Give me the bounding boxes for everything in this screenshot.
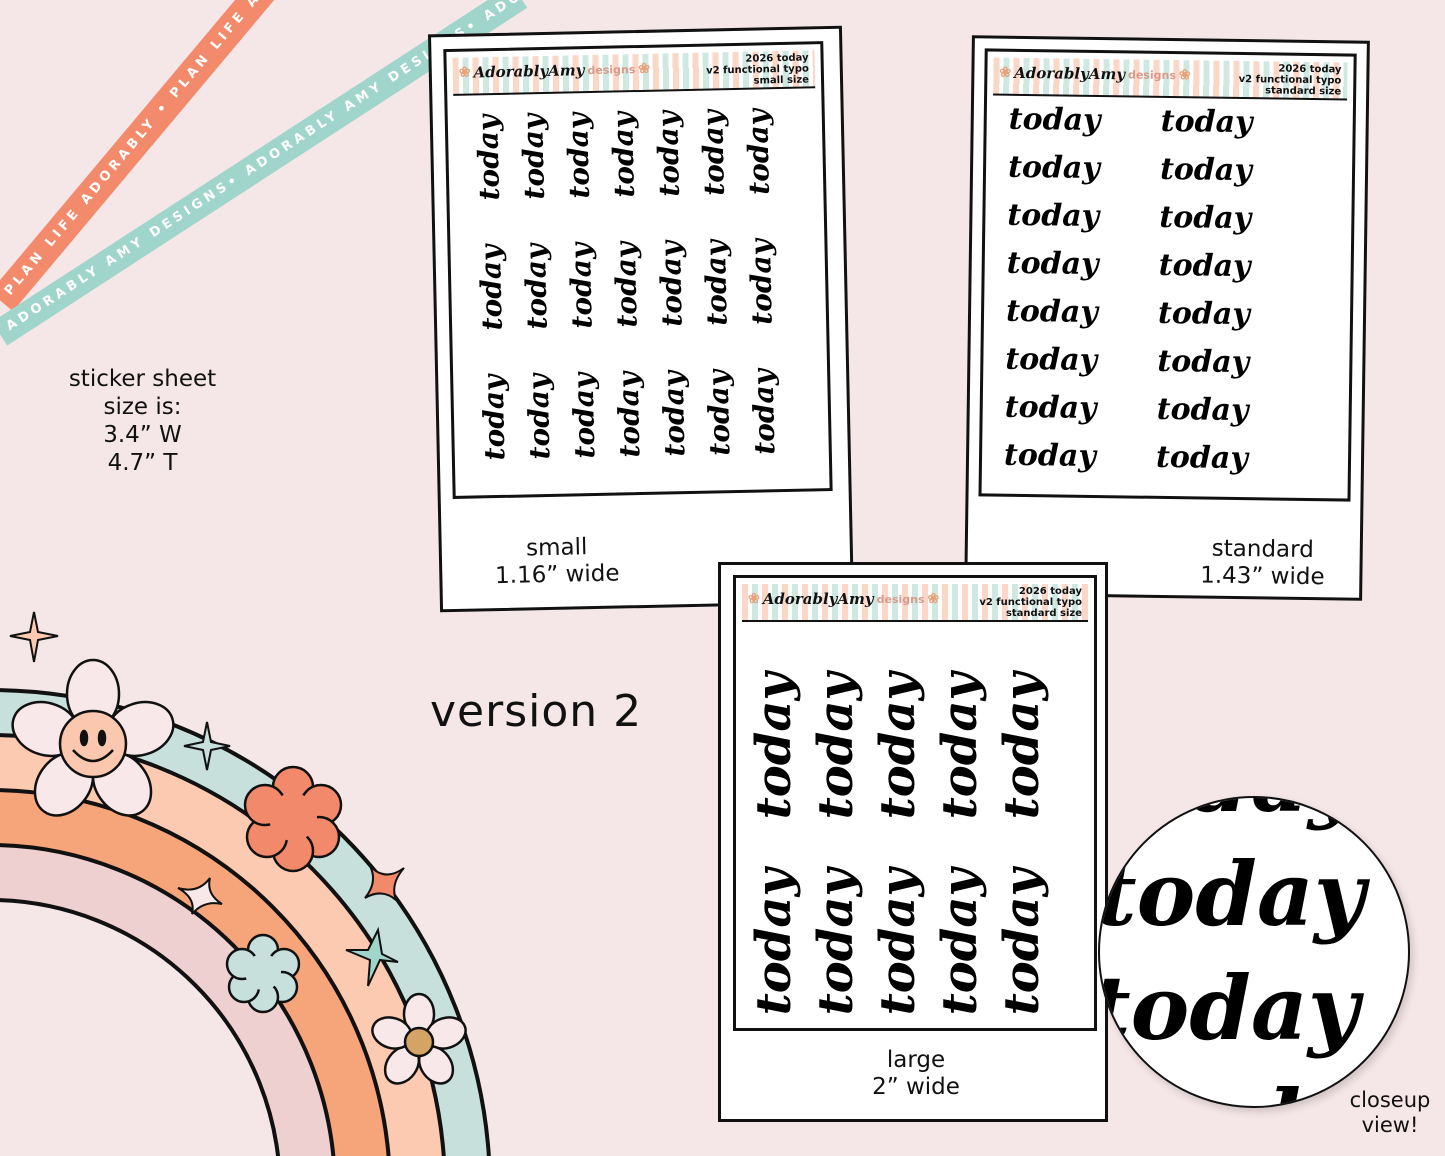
large-sheet-frame: ❀ AdorablyAmy designs ❀ 2026 today v2 fu…: [733, 575, 1097, 1031]
teal-star-icon: [345, 926, 399, 987]
today-sticker: today: [1158, 247, 1251, 285]
today-sticker: today: [1157, 295, 1251, 333]
today-sticker: today: [1157, 343, 1250, 381]
closeup-word: today: [1098, 842, 1366, 946]
today-sticker: today: [870, 672, 926, 820]
today-sticker: today: [651, 110, 686, 198]
rainbow-illustration: [0, 570, 500, 1156]
closeup-word: today: [1140, 1070, 1408, 1106]
today-sticker: today: [870, 868, 926, 1016]
today-sticker: today: [741, 108, 776, 196]
today-sticker: today: [808, 868, 864, 1016]
today-sticker: today: [1007, 197, 1100, 235]
daisy-icon: ❀: [999, 64, 1012, 81]
today-sticker: today: [1003, 437, 1097, 475]
brand-logo: ❀ AdorablyAmy designs ❀: [458, 60, 651, 82]
standard-sticker-sheet: ❀ AdorablyAmy designs ❀ 2026 today v2 fu…: [964, 35, 1370, 601]
sheet-meta: 2026 today v2 functional typo small size: [706, 52, 810, 87]
today-sticker: today: [1004, 389, 1097, 427]
today-sticker: today: [566, 372, 602, 459]
today-sticker: today: [994, 672, 1050, 820]
today-sticker: today: [746, 868, 802, 1016]
daisy-icon: ❀: [638, 60, 651, 78]
closeup-label: closeup view!: [1349, 1088, 1431, 1137]
daisy-icon: ❀: [458, 64, 471, 81]
sticker-grid: today today today today today today today today…: [991, 101, 1343, 491]
sheet-size-info: sticker sheet size is: 3.4” W 4.7” T: [55, 365, 230, 477]
today-sticker: today: [1160, 103, 1253, 141]
today-sticker: today: [653, 240, 689, 328]
teal-sparkle-icon: [183, 721, 231, 771]
info-line-1: sticker sheet: [68, 366, 217, 392]
sheet-header: ❀ AdorablyAmy designs ❀ 2026 today v2 fu…: [452, 50, 816, 96]
small-size-label: small 1.16” wide: [494, 534, 620, 590]
info-line-2: size is:: [103, 394, 182, 420]
today-sticker: today: [471, 114, 506, 201]
teal-flower-icon: [225, 933, 301, 1014]
today-sticker: today: [518, 243, 554, 330]
closeup-circle: today today today today: [1098, 796, 1410, 1108]
today-sticker: today: [743, 238, 779, 326]
large-size-label: large 2” wide: [872, 1047, 960, 1100]
today-sticker: today: [1159, 151, 1253, 189]
info-width: 3.4” W: [103, 422, 182, 448]
peach-sparkle-icon: [9, 611, 59, 663]
version-label: version 2: [430, 686, 643, 737]
brand-logo: ❀ AdorablyAmy designs ❀: [999, 63, 1191, 84]
today-sticker: today: [1005, 293, 1099, 331]
daisy-icon: ❀: [927, 591, 940, 607]
today-sticker: today: [696, 109, 731, 197]
large-sticker-sheet: ❀ AdorablyAmy designs ❀ 2026 today v2 fu…: [718, 562, 1108, 1122]
today-sticker: today: [1159, 199, 1252, 237]
small-sticker-sheet: ❀ AdorablyAmy designs ❀ 2026 today v2 fu…: [427, 25, 855, 613]
brand-logo: ❀ AdorablyAmy designs ❀: [748, 590, 940, 608]
standard-size-label: standard 1.43” wide: [1200, 535, 1325, 591]
standard-sheet-frame: ❀ AdorablyAmy designs ❀ 2026 today v2 fu…: [978, 48, 1357, 502]
daisy-icon: ❀: [1178, 67, 1191, 84]
today-sticker: today: [808, 672, 864, 820]
today-sticker: today: [746, 672, 802, 820]
today-sticker: today: [516, 113, 551, 200]
coral-flower-icon: [243, 765, 343, 873]
small-sheet-frame: ❀ AdorablyAmy designs ❀ 2026 today v2 fu…: [443, 41, 833, 499]
today-sticker: today: [1008, 101, 1101, 139]
today-sticker: today: [1006, 245, 1099, 283]
today-sticker: today: [994, 868, 1050, 1016]
today-sticker: today: [476, 374, 512, 461]
info-height: 4.7” T: [107, 450, 178, 476]
today-sticker: today: [473, 244, 509, 331]
sheet-header: ❀ AdorablyAmy designs ❀ 2026 today v2 fu…: [993, 57, 1348, 101]
today-sticker: today: [611, 371, 647, 458]
today-sticker: today: [701, 369, 737, 457]
sheet-header: ❀ AdorablyAmy designs ❀ 2026 today v2 fu…: [742, 584, 1088, 622]
sheet-meta: 2026 today v2 functional typo standard s…: [1238, 63, 1342, 98]
coral-star-icon: [364, 865, 405, 901]
today-sticker: today: [932, 672, 988, 820]
today-sticker: today: [932, 868, 988, 1016]
today-sticker: today: [656, 370, 692, 457]
smiley-daisy-icon: [11, 658, 175, 817]
today-sticker: today: [606, 111, 641, 198]
today-sticker: today: [1155, 439, 1249, 477]
today-sticker: today: [561, 112, 596, 199]
white-sparkle-icon: [177, 877, 223, 915]
closeup-word: today: [1098, 956, 1360, 1060]
closeup-word: today: [1100, 798, 1359, 832]
today-sticker: today: [1005, 341, 1098, 379]
today-sticker: today: [1007, 149, 1101, 187]
sheet-meta: 2026 today v2 functional typo standard s…: [979, 586, 1082, 619]
today-sticker: today: [521, 373, 557, 460]
today-sticker: today: [563, 242, 599, 329]
daisy-icon: ❀: [748, 591, 760, 607]
today-sticker: today: [608, 241, 644, 328]
gold-daisy-icon: [371, 992, 467, 1085]
today-sticker: today: [698, 239, 734, 327]
rainbow-icon: [0, 611, 491, 1156]
today-sticker: today: [1156, 391, 1249, 429]
today-sticker: today: [746, 368, 782, 456]
